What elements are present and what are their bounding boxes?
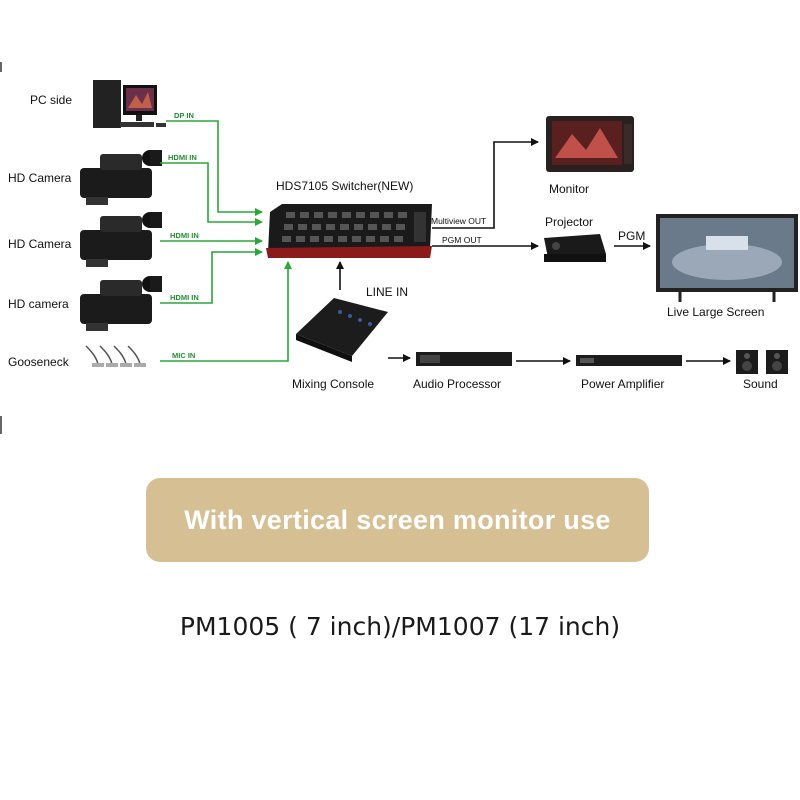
output-lines: [336, 138, 731, 365]
large-screen-icon: [656, 214, 798, 302]
power-amplifier-icon: [576, 355, 682, 366]
pgm-out-label: PGM OUT: [442, 235, 482, 245]
projector-label: Projector: [545, 215, 593, 229]
power-amplifier-label: Power Amplifier: [581, 377, 664, 391]
banner-text: With vertical screen monitor use: [184, 504, 611, 535]
connection-diagram: PC side HD Camera HD Camera HD camera Go…: [0, 62, 798, 434]
projector-icon: [544, 234, 606, 262]
mic-in-label: MIC IN: [172, 351, 195, 360]
pc-label: PC side: [30, 93, 72, 107]
pgm-label: PGM: [618, 229, 645, 243]
camera1-label: HD Camera: [8, 171, 72, 185]
hdmi-in-label-2: HDMI IN: [170, 231, 199, 240]
switcher-icon: [266, 204, 432, 258]
mixing-console-label: Mixing Console: [292, 377, 374, 391]
camera-icon: [80, 276, 162, 331]
speaker-icon: [736, 350, 788, 374]
audio-processor-label: Audio Processor: [413, 377, 501, 391]
switcher-label: HDS7105 Switcher(NEW): [276, 179, 413, 193]
usage-banner: With vertical screen monitor use: [146, 478, 649, 562]
mixing-console-icon: [296, 298, 388, 362]
live-screen-label: Live Large Screen: [667, 305, 764, 319]
audio-processor-icon: [416, 352, 512, 366]
multiview-out-label: Multiview OUT: [431, 216, 486, 226]
monitor-label: Monitor: [549, 182, 589, 196]
gooseneck-label: Gooseneck: [8, 355, 70, 369]
gooseneck-mic-icon: [85, 345, 146, 367]
model-sizes: PM1005 ( 7 inch)/PM1007 (17 inch): [179, 612, 621, 641]
camera2-label: HD Camera: [8, 237, 72, 251]
input-lines: [160, 120, 292, 362]
pc-icon: [93, 80, 166, 128]
monitor-icon: [546, 116, 634, 172]
camera3-label: HD camera: [8, 297, 69, 311]
line-in-label: LINE IN: [366, 285, 408, 299]
camera-icon: [80, 150, 162, 205]
hdmi-in-label-3: HDMI IN: [170, 293, 199, 302]
dp-in-label: DP IN: [174, 111, 194, 120]
camera-icon: [80, 212, 162, 267]
hdmi-in-label-1: HDMI IN: [168, 153, 197, 162]
sound-label: Sound: [743, 377, 778, 391]
